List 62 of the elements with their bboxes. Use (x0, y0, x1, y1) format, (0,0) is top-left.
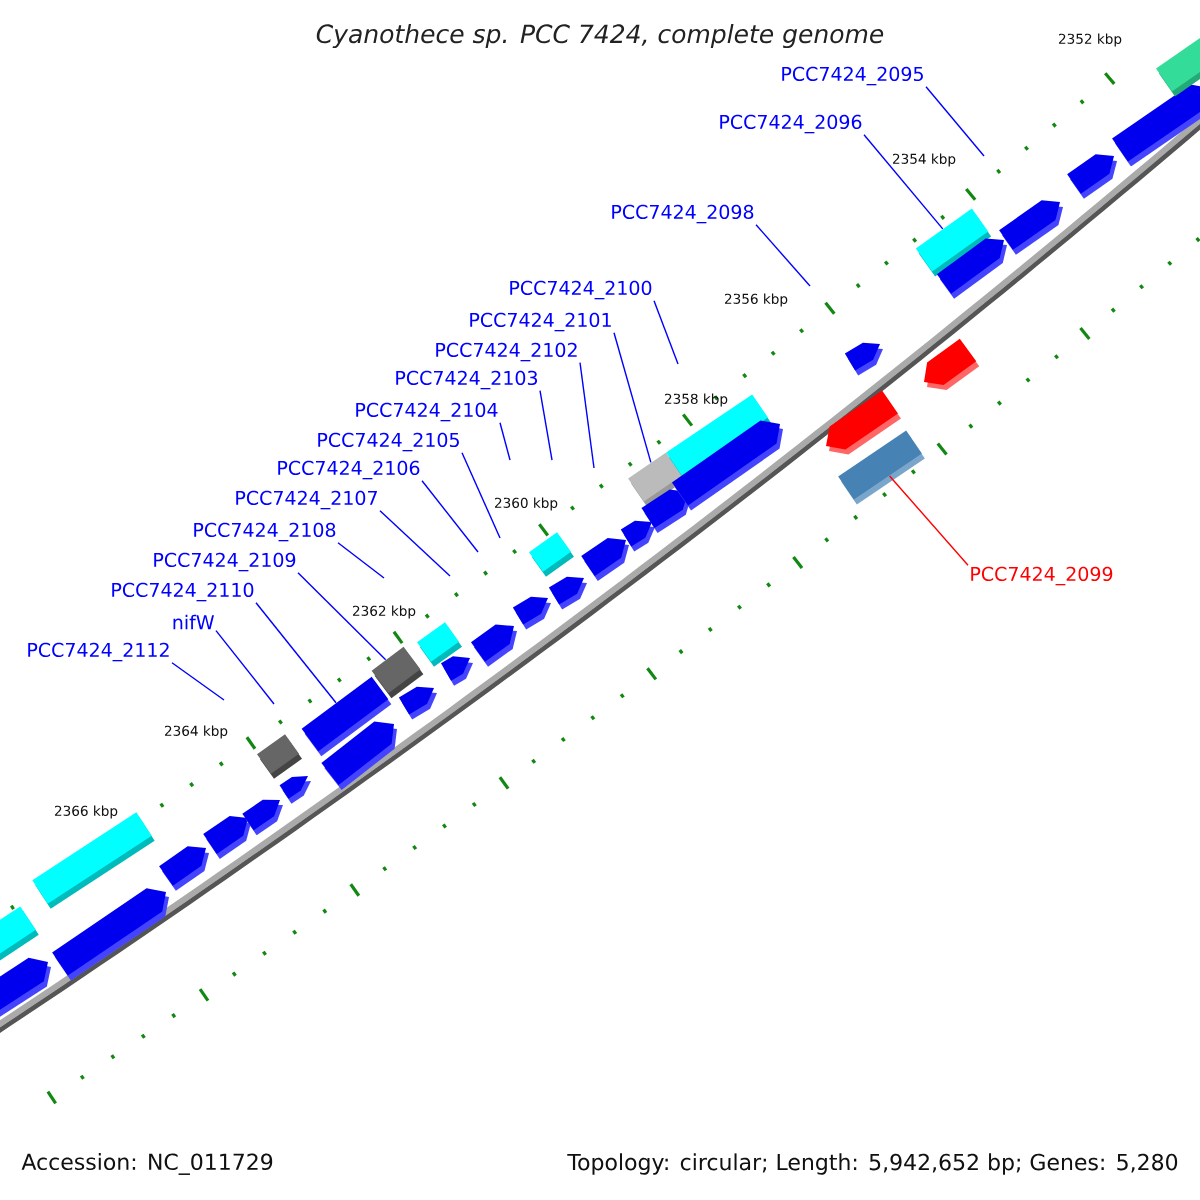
gene-label: PCC7424_2098 (612, 204, 754, 224)
gene-block (257, 734, 302, 779)
gene-label: PCC7424_2109 (154, 552, 296, 572)
gene-shape (936, 238, 1007, 299)
gene-label: PCC7424_2100 (510, 280, 652, 300)
leader-line (613, 332, 652, 464)
gene-shape (203, 816, 251, 859)
gene-shape (620, 520, 655, 552)
gene-shape (440, 656, 473, 686)
gene-label: PCC7424_2105 (318, 432, 459, 452)
gene-shape (471, 624, 517, 667)
gene-shape (512, 596, 551, 630)
gene-label: PCC7424_2095 (782, 66, 923, 86)
leader-line (461, 452, 501, 539)
leader-line (863, 134, 944, 230)
leader-line (499, 422, 511, 461)
gene-block (838, 430, 925, 505)
gene-shape (826, 390, 901, 455)
gene-block (529, 532, 574, 577)
gene-label: PCC7424_2099 (971, 566, 1113, 586)
footer-text: Topology: circular; Length: 5,942,652 bp; Genes: 5,280 (567, 1153, 1178, 1175)
leader-line (337, 542, 385, 579)
leader-line (255, 602, 337, 704)
gene-shape (999, 200, 1063, 255)
gene-shape (52, 888, 169, 981)
leader-line (215, 629, 275, 705)
gene-label: PCC7424_2101 (470, 312, 611, 332)
gene-label: PCC7424_2112 (28, 642, 169, 662)
leader-line (421, 480, 479, 553)
gene-shape (159, 846, 209, 891)
leader-line (888, 475, 969, 567)
leader-line (755, 224, 811, 287)
leader-line (579, 362, 595, 469)
leader-line (379, 510, 451, 577)
leader-line (297, 572, 387, 661)
gene-label: nifW (173, 614, 214, 630)
gene-label: PCC7424_2102 (436, 342, 577, 362)
gene-label: PCC7424_2103 (396, 370, 538, 390)
gene-shape (321, 721, 397, 791)
gene-shape (1067, 154, 1117, 199)
gene-label: PCC7424_2108 (194, 522, 336, 542)
gene-shape (242, 799, 283, 836)
gene-shape (844, 342, 883, 376)
gene-shape (924, 338, 980, 391)
gene-shape (1112, 84, 1200, 167)
gene-shape (581, 538, 629, 581)
gene-label: PCC7424_2106 (278, 460, 420, 480)
gene-shape (279, 776, 311, 804)
title: Cyanothece sp. PCC 7424, complete genome (316, 23, 884, 49)
leader-line (925, 86, 985, 157)
gene-label: PCC7424_2107 (236, 490, 377, 510)
gene-label: PCC7424_2110 (112, 582, 254, 602)
gene-label: PCC7424_2096 (720, 114, 862, 134)
leader-line (539, 390, 553, 461)
gene-shape (398, 686, 437, 720)
gene-block (1156, 36, 1200, 97)
gene-label: PCC7424_2104 (356, 402, 498, 422)
leader-line (171, 662, 225, 701)
footer-text: Accession: NC_011729 (21, 1153, 273, 1175)
gene-shape (672, 420, 783, 511)
leader-line (653, 300, 679, 365)
gene-shape (548, 576, 587, 610)
